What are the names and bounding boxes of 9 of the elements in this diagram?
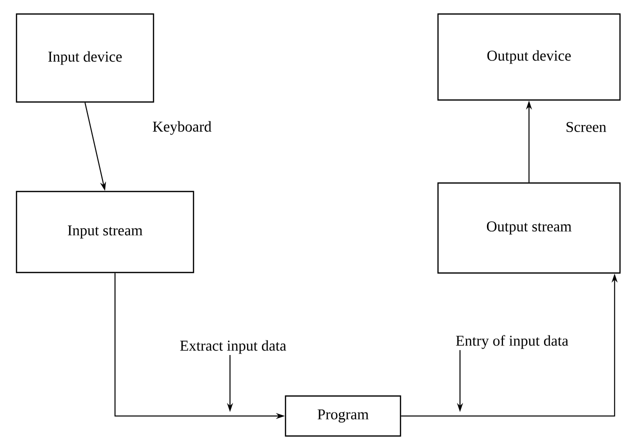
program-box: Program — [284, 395, 402, 437]
stream-box: Input stream — [16, 190, 194, 274]
note-text: Entry of input data — [456, 335, 568, 349]
note-text: Extract input data — [180, 340, 286, 354]
device-box: Input device — [16, 13, 154, 103]
stream-box: Output stream — [437, 182, 621, 274]
device-box: Output device — [437, 13, 621, 101]
edge-label: Keyboard — [151, 120, 213, 136]
edge-label: Screen — [564, 120, 608, 134]
